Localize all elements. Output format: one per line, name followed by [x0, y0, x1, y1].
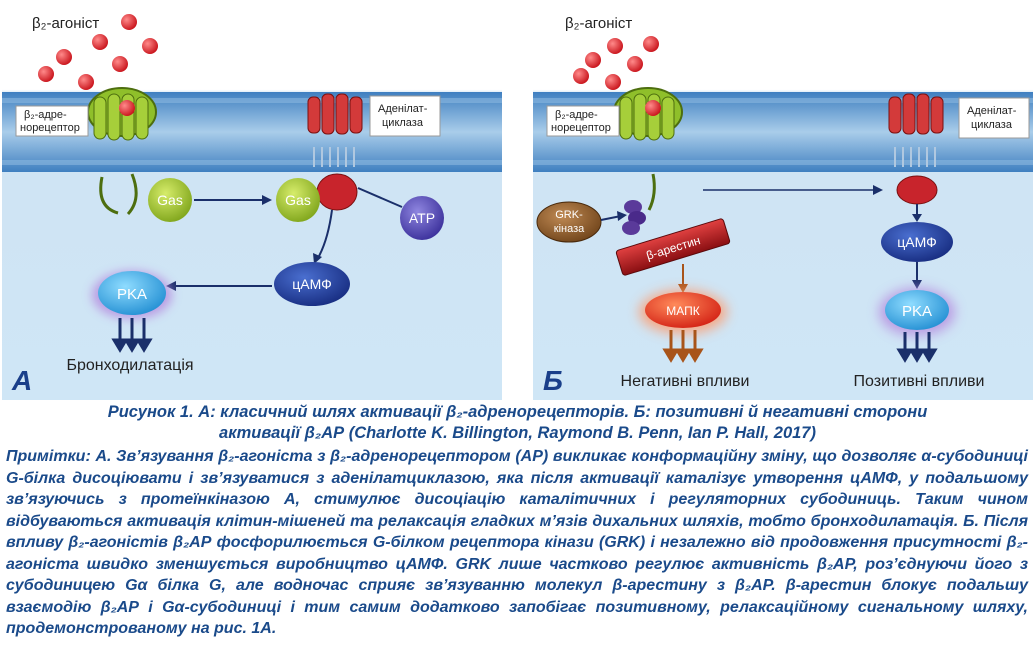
panel-b-diagram: β₂-агоніст β₂-адре- норецептор [533, 2, 1033, 400]
pka-enzyme [98, 271, 166, 315]
camp-molecule [274, 262, 350, 306]
figure-caption: Рисунок 1. А: класичний шлях активації β… [0, 402, 1035, 444]
receptor-label-box-b [546, 105, 620, 137]
panel-b-letter: Б [543, 365, 563, 396]
cyclase-label-box [369, 95, 441, 137]
adenylate-cyclase-b [888, 93, 944, 205]
cyclase-label-line2: циклаза [382, 117, 424, 129]
camp-label: цАМФ [292, 276, 332, 292]
caption-line-2: активації β₂АР (Charlotte K. Billington,… [219, 424, 816, 442]
panel-b: β₂-агоніст β₂-адре- норецептор [533, 2, 1033, 400]
adenylate-cyclase [307, 93, 363, 211]
phosphate-group [622, 200, 646, 235]
cyclase-label-b-line2: циклаза [971, 119, 1013, 131]
panel-a-diagram: β₂-агоніст β₂-адре- норецептор [2, 2, 502, 400]
caption-line-1: Рисунок 1. А: класичний шлях активації β… [107, 403, 928, 421]
cyclase-label-b-line1: Аденілат- [967, 105, 1017, 117]
cyclase-label-line1: Аденілат- [378, 103, 428, 115]
gas-protein-1 [148, 178, 192, 222]
pka-enzyme-b [885, 290, 949, 330]
mapk-enzyme [645, 292, 721, 328]
agonist-molecules-b [573, 36, 659, 90]
beta2-receptor-b [613, 87, 683, 211]
receptor-label-b-line1: β₂-адре- [555, 109, 598, 121]
agonist-label-b: β₂-агоніст [565, 15, 632, 32]
atp-label: АТР [409, 210, 435, 226]
atp-molecule [400, 196, 444, 240]
receptor-label-box [15, 105, 89, 137]
outcome-bronchodilation: Бронходилатація [66, 357, 193, 374]
receptor-label-line2: норецептор [20, 122, 80, 134]
panel-a: β₂-агоніст β₂-адре- норецептор [2, 2, 502, 400]
pka-label-b: PKA [902, 303, 932, 320]
grk-label-line1: GRK- [555, 209, 583, 221]
agonist-label: β₂-агоніст [32, 15, 99, 32]
agonist-molecules [38, 14, 158, 90]
pka-label: PKA [117, 286, 147, 303]
camp-label-b: цАМФ [897, 234, 937, 250]
receptor-label-line1: β₂-адре- [24, 109, 67, 121]
beta2-receptor [87, 87, 157, 216]
gas-protein-2 [276, 178, 320, 222]
receptor-label-b-line2: норецептор [551, 122, 611, 134]
panel-a-letter: А [11, 365, 32, 396]
gas-label-1: Gas [157, 192, 183, 208]
grk-kinase [536, 201, 602, 243]
figure-notes: Примітки: А. Зв’язування β₂-агоніста з β… [6, 448, 1028, 637]
negative-effects-label: Негативні впливи [621, 373, 750, 390]
grk-label-line2: кіназа [554, 223, 585, 235]
cyclase-label-box-b [958, 97, 1030, 139]
camp-molecule-b [881, 222, 953, 262]
mapk-label: МАПК [666, 304, 699, 318]
gas-label-2: Gas [285, 192, 311, 208]
positive-effects-label: Позитивні впливи [854, 373, 985, 390]
